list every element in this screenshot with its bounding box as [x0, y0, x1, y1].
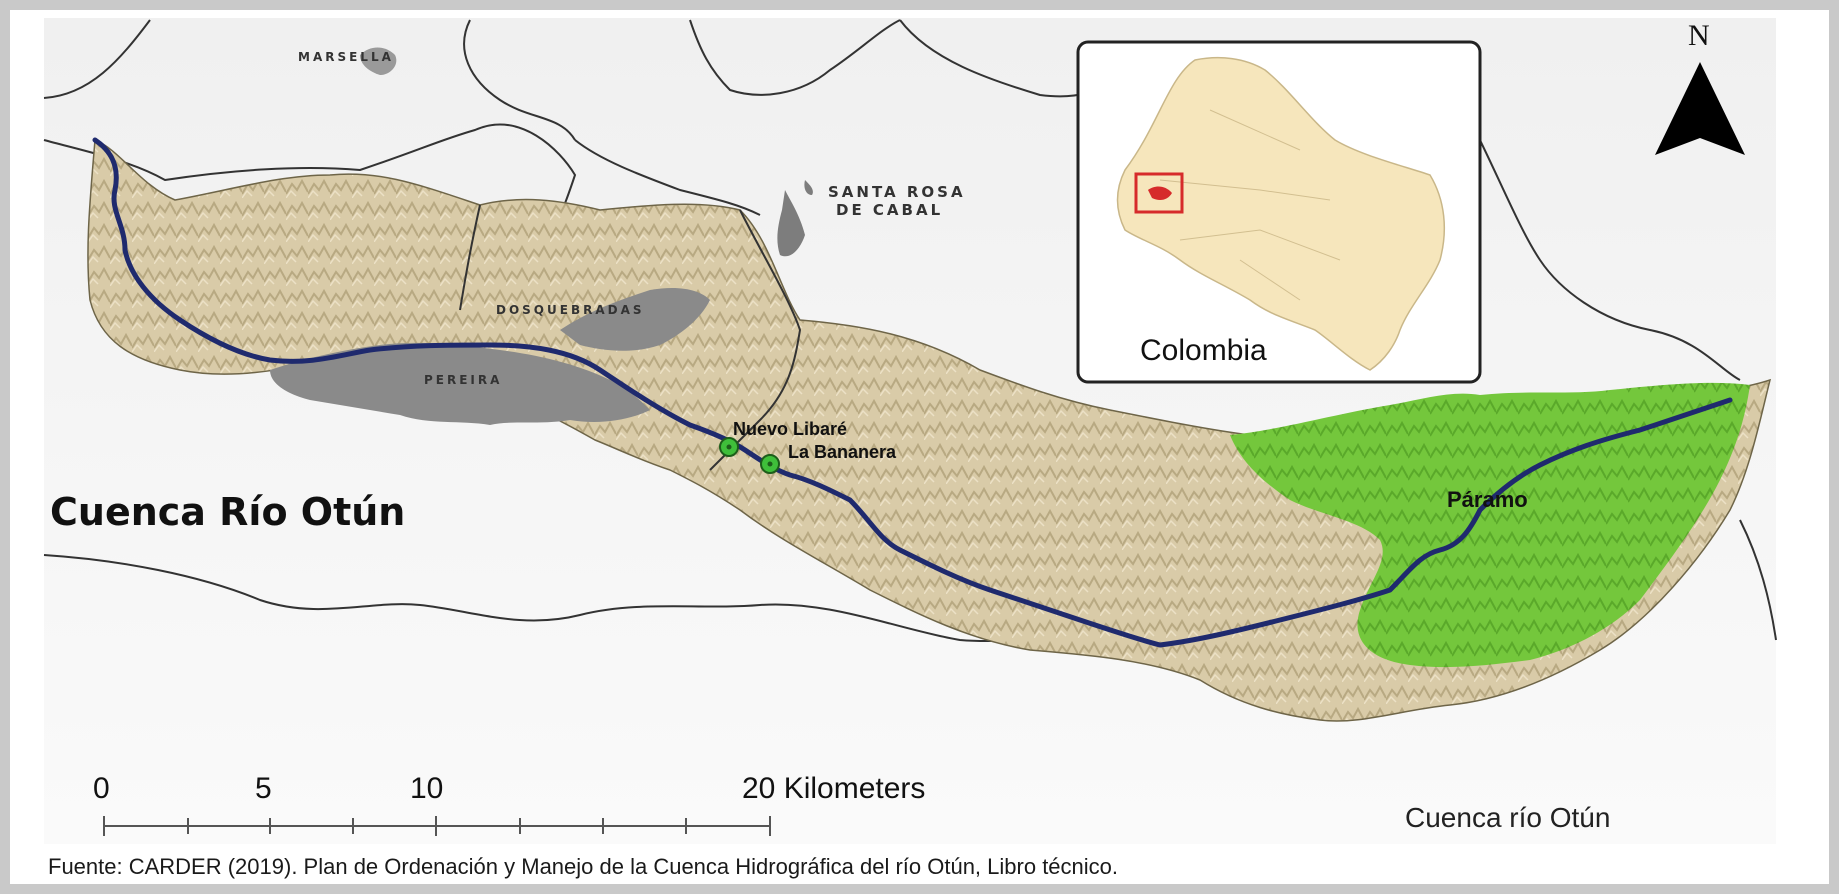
inset-label: Colombia: [1140, 334, 1267, 367]
label-paramo: Páramo: [1447, 487, 1528, 512]
legend-label: Cuenca río Otún: [1405, 802, 1610, 833]
north-arrow-icon: N: [1655, 19, 1745, 155]
label-dosquebradas: DOSQUEBRADAS: [496, 303, 645, 317]
marsella-urban-area: [360, 47, 397, 75]
map-point-icon: [719, 437, 739, 457]
label-santa-rosa-1: SANTA ROSA: [828, 183, 966, 201]
map-caption: Fuente: CARDER (2019). Plan de Ordenació…: [48, 854, 1119, 879]
scale-tick-10: 10: [410, 772, 443, 805]
rio-otun-river: [92, 137, 1733, 648]
inset-map: Colombia: [1076, 40, 1482, 384]
label-la-bananera: La Bananera: [788, 442, 897, 462]
label-pereira: PEREIRA: [424, 373, 502, 387]
scale-tick-5: 5: [255, 772, 272, 805]
label-nuevo-libare: Nuevo Libaré: [733, 419, 847, 439]
north-label: N: [1688, 19, 1710, 52]
label-marsella: MARSELLA: [298, 50, 394, 64]
scale-bar: 0 5 10 20 Kilometers: [93, 772, 925, 836]
colombia-departments: [1159, 109, 1341, 301]
paramo-area: [1230, 382, 1750, 668]
scale-tick-20: 20 Kilometers: [742, 772, 925, 805]
colombia-outline: [1116, 56, 1446, 371]
map-title: Cuenca Río Otún: [50, 490, 405, 534]
map-point-icon: [760, 454, 780, 474]
scale-tick-0: 0: [93, 772, 110, 805]
santa-rosa-urban-area: [777, 180, 813, 257]
pereira-urban-area: [270, 342, 650, 425]
label-santa-rosa-2: DE CABAL: [836, 201, 943, 219]
inset-study-area-shape: [1148, 186, 1172, 201]
dosquebradas-urban-area: [560, 288, 710, 351]
inset-study-area-box: [1134, 172, 1184, 214]
municipal-boundaries: [43, 19, 1777, 643]
